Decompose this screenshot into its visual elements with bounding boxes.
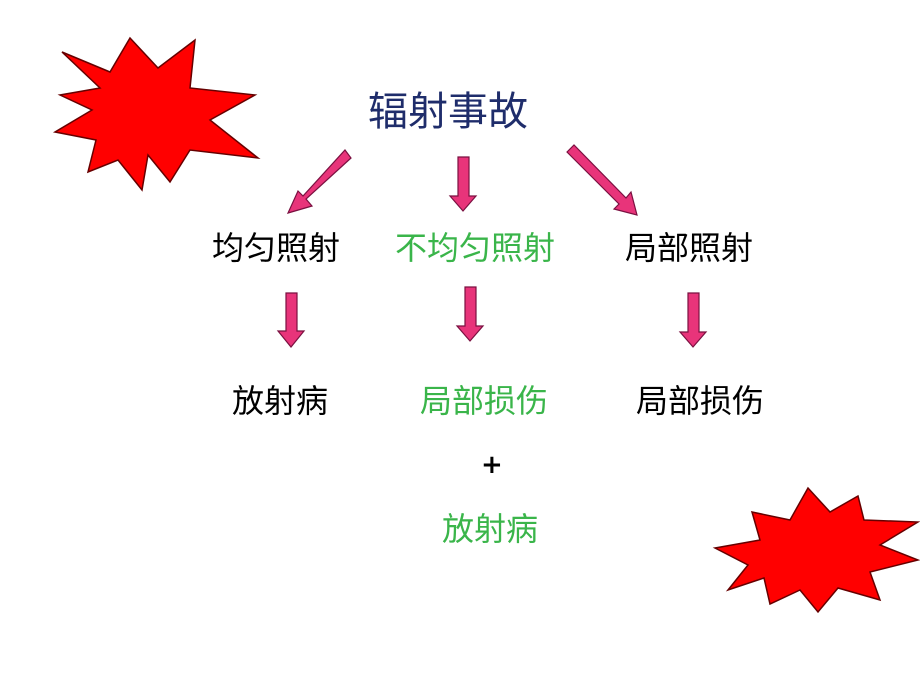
type-local-exposure: 局部照射 <box>625 229 754 267</box>
outcome-radiation-sickness-combined: 放射病 <box>442 510 539 548</box>
plus-sign: + <box>481 450 503 480</box>
down-arrow-icon <box>455 286 485 342</box>
outcome-local-injury-nonuniform: 局部损伤 <box>420 382 549 420</box>
diagonal-arrow-icon <box>566 144 638 216</box>
starburst-icon <box>712 486 920 614</box>
down-arrow-icon <box>276 292 306 348</box>
outcome-radiation-sickness: 放射病 <box>232 382 329 420</box>
diagonal-arrow-icon <box>286 149 352 214</box>
diagram-title: 辐射事故 <box>368 89 528 135</box>
type-nonuniform-exposure: 不均匀照射 <box>395 229 556 267</box>
type-uniform-exposure: 均匀照射 <box>212 229 341 267</box>
down-arrow-icon <box>448 156 478 212</box>
outcome-local-injury: 局部损伤 <box>636 382 765 420</box>
down-arrow-icon <box>678 292 708 348</box>
starburst-icon <box>52 36 261 192</box>
